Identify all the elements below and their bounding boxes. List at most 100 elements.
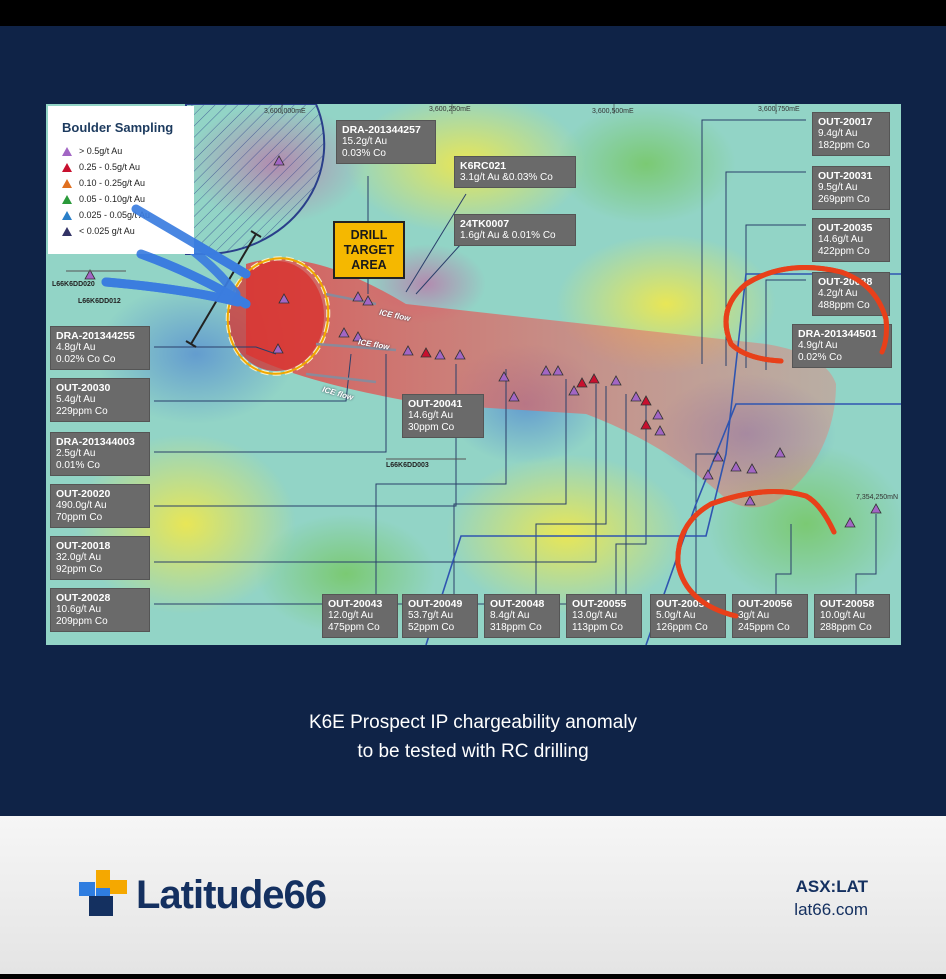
sample-gold: 4.9g/t Au bbox=[798, 340, 838, 351]
sample-label: DRA-201344257 15.2g/t Au 0.03% Co bbox=[336, 120, 436, 164]
caption-line1: K6E Prospect IP chargeability anomaly bbox=[308, 712, 638, 733]
triangle-icon bbox=[62, 146, 72, 156]
sample-id: OUT-20018 bbox=[56, 540, 111, 552]
drill-target-line2: TARGET bbox=[343, 243, 395, 257]
slide-caption: K6E Prospect IP chargeability anomaly to… bbox=[0, 708, 946, 766]
sample-id: 24TK0007 bbox=[460, 218, 510, 230]
northing-label: 7,354,250mN bbox=[856, 494, 899, 501]
easting-label: 3,600,000mE bbox=[264, 108, 306, 115]
sample-id: OUT-20054 bbox=[656, 598, 711, 610]
sample-gold: 14.6g/t Au bbox=[408, 410, 454, 421]
sample-label: OUT-20048 8.4g/t Au 318ppm Co bbox=[484, 594, 560, 638]
legend-label: < 0.025 g/t Au bbox=[79, 226, 135, 236]
caption-line2: to be tested with RC drilling bbox=[357, 741, 589, 762]
sample-cobalt: 70ppm Co bbox=[56, 512, 103, 523]
legend-label: 0.025 - 0.05g/t Au bbox=[79, 210, 151, 220]
sample-label: DRA-201344501 4.9g/t Au 0.02% Co bbox=[792, 324, 892, 368]
sample-cobalt: 92ppm Co bbox=[56, 564, 103, 575]
sample-label: OUT-20058 10.0g/t Au 288ppm Co bbox=[814, 594, 890, 638]
sample-gold: 10.6g/t Au bbox=[56, 604, 102, 615]
sample-id: DRA-201344257 bbox=[342, 124, 421, 136]
sample-label: OUT-20041 14.6g/t Au 30ppm Co bbox=[402, 394, 484, 438]
triangle-icon bbox=[62, 178, 72, 188]
sample-label: OUT-20035 14.6g/t Au 422ppm Co bbox=[812, 218, 890, 262]
drillhole-label: L66K6DD020 bbox=[52, 281, 95, 288]
legend-row: 0.025 - 0.05g/t Au bbox=[62, 207, 184, 223]
legend-label: 0.10 - 0.25g/t Au bbox=[79, 178, 146, 188]
sample-label: OUT-20054 5.0g/t Au 126ppm Co bbox=[650, 594, 726, 638]
legend-label: 0.25 - 0.5g/t Au bbox=[79, 162, 141, 172]
sample-gold: 5.4g/t Au bbox=[56, 394, 96, 405]
sample-cobalt: 0.02% Co bbox=[798, 352, 842, 363]
sample-id: DRA-201344255 bbox=[56, 330, 135, 342]
sample-cobalt: 475ppm Co bbox=[328, 622, 380, 633]
sample-label: OUT-20028 10.6g/t Au 209ppm Co bbox=[50, 588, 150, 632]
sample-gold: 1.6g/t Au & 0.01% Co bbox=[460, 230, 556, 241]
sample-gold: 3.1g/t Au &0.03% Co bbox=[460, 172, 553, 183]
sample-id: OUT-20020 bbox=[56, 488, 111, 500]
sample-gold: 10.0g/t Au bbox=[820, 610, 866, 621]
sample-cobalt: 126ppm Co bbox=[656, 622, 708, 633]
legend-label: > 0.5g/t Au bbox=[79, 146, 123, 156]
sample-gold: 3g/t Au bbox=[738, 610, 770, 621]
sample-label: DRA-201344003 2.5g/t Au 0.01% Co bbox=[50, 432, 150, 476]
sample-label: OUT-20018 32.0g/t Au 92ppm Co bbox=[50, 536, 150, 580]
sample-cobalt: 113ppm Co bbox=[572, 622, 623, 633]
sample-cobalt: 288ppm Co bbox=[820, 622, 872, 633]
sample-gold: 9.4g/t Au bbox=[818, 128, 858, 139]
sample-cobalt: 488ppm Co bbox=[818, 300, 870, 311]
drill-target-line3: AREA bbox=[351, 258, 387, 272]
sample-cobalt: 0.01% Co bbox=[56, 460, 100, 471]
sample-id: OUT-20031 bbox=[818, 170, 873, 182]
sample-gold: 14.6g/t Au bbox=[818, 234, 864, 245]
sample-id: OUT-20043 bbox=[328, 598, 383, 610]
sample-cobalt: 318ppm Co bbox=[490, 622, 542, 633]
latitude66-logo-icon bbox=[79, 870, 127, 916]
sample-cobalt: 182ppm Co bbox=[818, 140, 870, 151]
map-legend: Boulder Sampling > 0.5g/t Au 0.25 - 0.5g… bbox=[48, 106, 194, 254]
sample-cobalt: 52ppm Co bbox=[408, 622, 455, 633]
sample-cobalt: 0.02% Co Co bbox=[56, 354, 116, 365]
sample-id: OUT-20049 bbox=[408, 598, 463, 610]
easting-label: 3,600,500mE bbox=[592, 108, 634, 115]
sample-label: OUT-20020 490.0g/t Au 70ppm Co bbox=[50, 484, 150, 528]
asx-ticker: ASX:LAT bbox=[795, 877, 868, 896]
sample-gold: 4.2g/t Au bbox=[818, 288, 858, 299]
prospect-map: Boulder Sampling > 0.5g/t Au 0.25 - 0.5g… bbox=[46, 104, 901, 645]
easting-label: 3,600,750mE bbox=[758, 106, 800, 113]
sample-label: OUT-20055 13.0g/t Au 113ppm Co bbox=[566, 594, 642, 638]
sample-label: OUT-20038 4.2g/t Au 488ppm Co bbox=[812, 272, 890, 316]
sample-id: OUT-20030 bbox=[56, 382, 111, 394]
website-link[interactable]: lat66.com bbox=[794, 900, 868, 919]
legend-label: 0.05 - 0.10g/t Au bbox=[79, 194, 146, 204]
sample-gold: 5.0g/t Au bbox=[656, 610, 696, 621]
sample-id: OUT-20056 bbox=[738, 598, 793, 610]
sample-cobalt: 30ppm Co bbox=[408, 422, 455, 433]
sample-id: OUT-20035 bbox=[818, 222, 873, 234]
legend-row: 0.10 - 0.25g/t Au bbox=[62, 175, 184, 191]
sample-label: OUT-20031 9.5g/t Au 269ppm Co bbox=[812, 166, 890, 210]
sample-gold: 32.0g/t Au bbox=[56, 552, 102, 563]
sample-id: OUT-20017 bbox=[818, 116, 873, 128]
sample-id: OUT-20058 bbox=[820, 598, 875, 610]
sample-gold: 12.0g/t Au bbox=[328, 610, 374, 621]
sample-id: DRA-201344003 bbox=[56, 436, 135, 448]
sample-label: OUT-20049 53.7g/t Au 52ppm Co bbox=[402, 594, 478, 638]
triangle-icon bbox=[62, 210, 72, 220]
drillhole-label: L66K6DD012 bbox=[78, 298, 121, 305]
sample-cobalt: 245ppm Co bbox=[738, 622, 790, 633]
sample-id: OUT-20048 bbox=[490, 598, 545, 610]
sample-label: DRA-201344255 4.8g/t Au 0.02% Co Co bbox=[50, 326, 150, 370]
footer bbox=[0, 816, 946, 974]
sample-gold: 490.0g/t Au bbox=[56, 500, 107, 511]
triangle-icon bbox=[62, 194, 72, 204]
drillhole-label: L66K6DD003 bbox=[386, 462, 429, 469]
brand-name: Latitude66 bbox=[136, 873, 327, 917]
sample-label: K6RC021 3.1g/t Au &0.03% Co bbox=[454, 156, 576, 188]
sample-gold: 15.2g/t Au bbox=[342, 136, 388, 147]
sample-gold: 13.0g/t Au bbox=[572, 610, 618, 621]
sample-label: 24TK0007 1.6g/t Au & 0.01% Co bbox=[454, 214, 576, 246]
sample-id: OUT-20041 bbox=[408, 398, 463, 410]
triangle-icon bbox=[62, 226, 72, 236]
legend-row: < 0.025 g/t Au bbox=[62, 223, 184, 239]
